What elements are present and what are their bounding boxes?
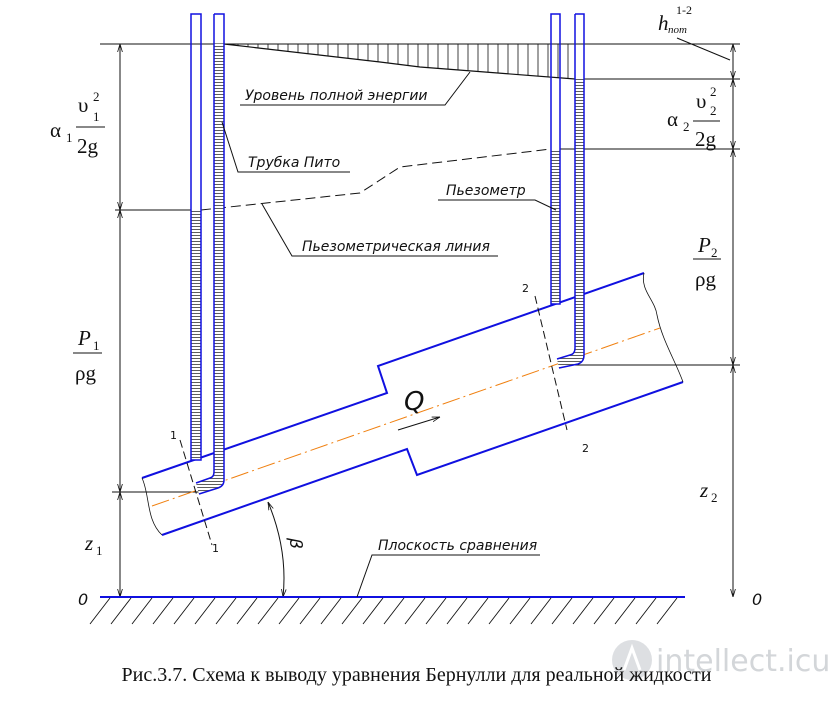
svg-text:2g: 2g xyxy=(695,127,717,151)
formula-z1: z 1 xyxy=(84,531,103,558)
pitot-tube-2 xyxy=(556,13,585,369)
svg-text:1: 1 xyxy=(93,109,100,124)
piezometer-label: Пьезометр xyxy=(446,183,526,199)
formula-velocity-head-2: α 2 υ 2 2 2g xyxy=(667,84,720,151)
figure-caption: Рис.3.7. Схема к выводу уравнения Бернул… xyxy=(121,664,712,686)
svg-text:2: 2 xyxy=(710,84,717,99)
flow-label: Q xyxy=(404,387,424,417)
formula-pressure-head-2: P 2 ρg xyxy=(693,233,721,291)
ground-hatch xyxy=(89,597,678,625)
svg-text:υ: υ xyxy=(78,93,88,117)
datum-left: 0 xyxy=(78,590,88,609)
energy-loss-hatch xyxy=(227,44,569,79)
svg-text:α: α xyxy=(667,107,678,131)
svg-text:2: 2 xyxy=(711,245,718,260)
angle-label: β xyxy=(285,537,305,549)
piezometric-line-label: Пьезометрическая линия xyxy=(302,239,490,255)
section-line-1 xyxy=(179,439,213,546)
svg-text:1: 1 xyxy=(93,338,100,353)
section-1-bottom: 1 xyxy=(212,542,219,555)
section-2-bottom: 2 xyxy=(582,442,589,455)
svg-text:υ: υ xyxy=(696,89,706,113)
flow-arrow xyxy=(397,416,440,431)
svg-text:ρg: ρg xyxy=(695,267,716,291)
piezometer-1 xyxy=(190,13,202,461)
svg-text:2: 2 xyxy=(710,103,717,118)
piezometer-2 xyxy=(550,13,561,305)
formula-head-loss: h пот 1-2 xyxy=(658,3,692,36)
datum-right: 0 xyxy=(752,590,762,609)
energy-line xyxy=(223,43,576,80)
formula-z2: z 2 xyxy=(699,478,718,505)
svg-text:intellect.icu: intellect.icu xyxy=(656,644,830,679)
svg-text:ρg: ρg xyxy=(75,361,96,385)
section-line-2 xyxy=(534,295,568,431)
svg-text:z: z xyxy=(699,478,708,502)
piezometric-line xyxy=(200,148,552,211)
svg-text:h: h xyxy=(658,11,669,35)
pitot-tube-label: Трубка Пито xyxy=(248,155,340,171)
reference-plane-label: Плоскость сравнения xyxy=(378,538,537,554)
svg-text:α: α xyxy=(50,118,61,142)
svg-text:пот: пот xyxy=(668,24,687,36)
svg-text:2: 2 xyxy=(711,490,718,505)
angle-arc xyxy=(268,502,284,597)
svg-text:2g: 2g xyxy=(77,134,99,158)
pitot-tube-1 xyxy=(195,13,225,495)
svg-text:1: 1 xyxy=(66,130,73,145)
svg-text:2: 2 xyxy=(93,89,100,104)
svg-text:1-2: 1-2 xyxy=(676,3,692,17)
svg-text:2: 2 xyxy=(683,119,690,134)
energy-level-label: Уровень полной энергии xyxy=(245,88,428,104)
svg-text:1: 1 xyxy=(96,543,103,558)
watermark-logo: intellect.icu xyxy=(612,640,830,680)
svg-text:P: P xyxy=(697,233,711,257)
formula-velocity-head-1: α 1 υ 2 1 2g xyxy=(50,89,105,158)
section-2-top: 2 xyxy=(522,282,529,295)
svg-text:P: P xyxy=(77,326,91,350)
svg-text:z: z xyxy=(84,531,93,555)
leaders xyxy=(221,37,731,598)
formula-pressure-head-1: P 1 ρg xyxy=(73,326,102,385)
reference-lines xyxy=(100,43,740,493)
section-1-top: 1 xyxy=(170,429,177,442)
